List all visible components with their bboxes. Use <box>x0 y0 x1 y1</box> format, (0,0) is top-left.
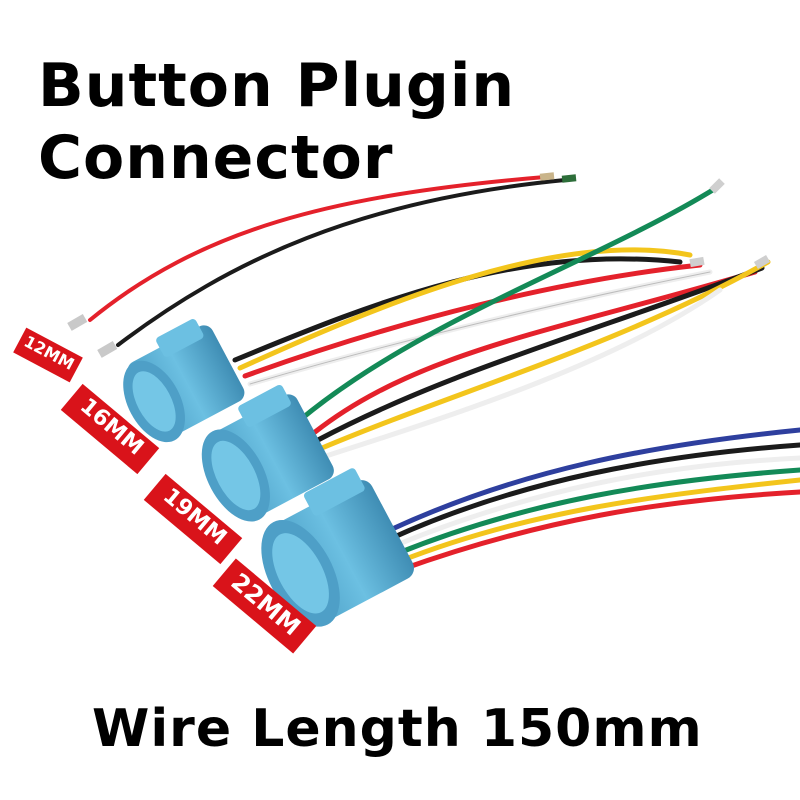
connector-22mm <box>261 468 414 627</box>
wire-set-22mm <box>387 427 800 573</box>
wire-set-19mm <box>297 178 771 459</box>
wire-set-12mm <box>67 172 577 358</box>
connector-19mm <box>201 384 334 522</box>
wire-length-caption: Wire Length 150mm <box>92 699 703 759</box>
title-line-2: Connector <box>38 123 394 193</box>
title-line-1: Button Plugin <box>38 51 516 121</box>
connector-16mm <box>123 319 245 443</box>
wire-set-16mm <box>232 247 713 387</box>
